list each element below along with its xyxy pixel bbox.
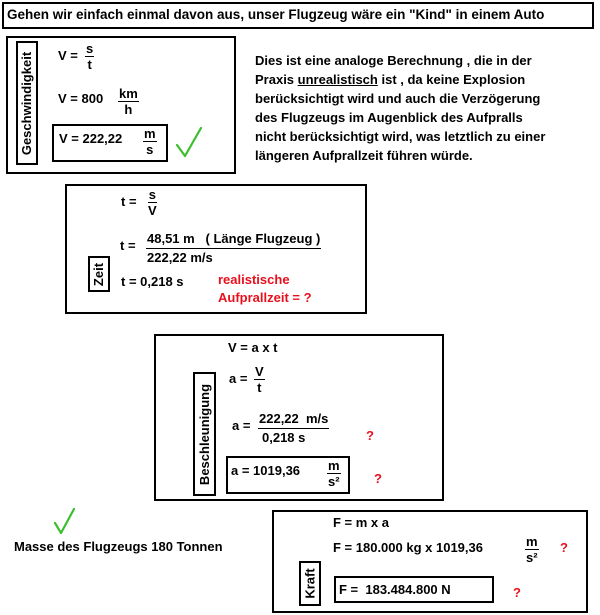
time-formula-num: s — [147, 187, 157, 203]
accel-a-num: V — [254, 364, 265, 380]
speed-value-fraction: km h — [118, 86, 139, 117]
time-formula-lhs: t = — [121, 194, 137, 209]
realistic-line-2: Aufprallzeit = ? — [218, 290, 312, 305]
force-result: F = 183.484.800 N — [339, 582, 451, 597]
accel-label: Beschleunigung — [197, 383, 212, 485]
speed-formula-den: t — [87, 57, 92, 72]
speed-result-fraction: m s — [143, 126, 157, 157]
time-value-lhs: t = — [120, 238, 136, 253]
accel-a-fraction: V t — [254, 364, 265, 395]
mass-check-icon — [53, 507, 76, 535]
accel-result-num: m — [327, 458, 341, 474]
accel-val-fraction: 222,22 m/s 0,218 s — [258, 410, 330, 447]
accel-a-den: t — [257, 380, 262, 395]
note-line-2-post: ist , da keine Explosion — [377, 72, 526, 87]
accel-v-formula: V = a x t — [228, 340, 278, 355]
realistic-line-1: realistische — [218, 272, 290, 287]
speed-result-lhs: V = 222,22 — [59, 131, 123, 146]
time-formula-den: V — [148, 203, 157, 218]
force-question-2: ? — [513, 585, 521, 600]
accel-result-den: s² — [328, 474, 340, 489]
note-line-6: längeren Aufprallzeit führen würde. — [255, 148, 473, 163]
time-formula-fraction: s V — [147, 187, 158, 218]
time-value-den: 222,22 m/s — [147, 250, 213, 265]
force-label-box: Kraft — [299, 561, 321, 606]
speed-value-den: h — [124, 102, 133, 117]
note-line-2-pre: Praxis — [255, 72, 298, 87]
time-value-num: 48,51 m ( Länge Flugzeug ) — [146, 230, 322, 249]
force-value-den: s² — [526, 550, 538, 565]
note-unrealistic: unrealistisch — [297, 72, 378, 87]
note-line-3: berücksichtigt wird und auch die Verzöge… — [255, 91, 541, 106]
time-label-box: Zeit — [88, 256, 110, 292]
header-box — [2, 2, 594, 29]
speed-formula-fraction: s t — [85, 41, 95, 72]
accel-a-lhs: a = — [229, 371, 248, 386]
mass-text: Masse des Flugzeugs 180 Tonnen — [14, 539, 223, 554]
accel-result-lhs: a = 1019,36 — [231, 463, 301, 478]
force-value-num: m — [525, 534, 539, 550]
note-line-1: Dies ist eine analoge Berechnung , die i… — [255, 53, 532, 68]
accel-val-den: 0,218 s — [262, 430, 306, 445]
speed-formula-num: s — [85, 41, 95, 57]
accel-box — [154, 334, 444, 501]
accel-question-2: ? — [374, 471, 382, 486]
accel-val-lhs: a = — [232, 418, 251, 433]
speed-label: Geschwindigkeit — [19, 51, 35, 155]
speed-label-box: Geschwindigkeit — [16, 41, 38, 165]
speed-value-lhs: V = 800 — [58, 91, 104, 106]
force-formula: F = m x a — [333, 515, 389, 530]
speed-value-num: km — [118, 86, 139, 102]
speed-result-num: m — [143, 126, 157, 142]
accel-label-box: Beschleunigung — [193, 372, 216, 496]
accel-result-box — [226, 456, 350, 494]
speed-result-box — [52, 124, 168, 162]
note-line-4: des Flugzeugs im Augenblick des Aufprall… — [255, 110, 523, 125]
force-result-box — [334, 576, 494, 603]
speed-box — [6, 36, 236, 174]
accel-question-1: ? — [366, 428, 374, 443]
time-label: Zeit — [91, 262, 107, 286]
force-value-fraction: m s² — [525, 534, 539, 565]
time-box — [65, 184, 367, 314]
accel-result-fraction: m s² — [327, 458, 341, 489]
time-value-fraction: 48,51 m ( Länge Flugzeug ) 222,22 m/s — [146, 230, 322, 267]
note-line-2: Praxis unrealistisch ist , da keine Expl… — [255, 72, 525, 87]
accel-val-num: 222,22 m/s — [258, 410, 330, 429]
speed-formula-lhs: V = — [58, 48, 78, 63]
note-line-5: nicht berücksichtigt wird, was letztlich… — [255, 129, 546, 144]
force-question-1: ? — [560, 540, 568, 555]
check-icon — [175, 126, 203, 158]
header-title: Gehen wir einfach einmal davon aus, unse… — [7, 7, 545, 22]
time-result: t = 0,218 s — [121, 274, 184, 289]
force-box — [272, 510, 588, 613]
force-label: Kraft — [302, 568, 318, 599]
speed-result-den: s — [146, 142, 154, 157]
force-value-lhs: F = 180.000 kg x 1019,36 — [333, 540, 483, 555]
